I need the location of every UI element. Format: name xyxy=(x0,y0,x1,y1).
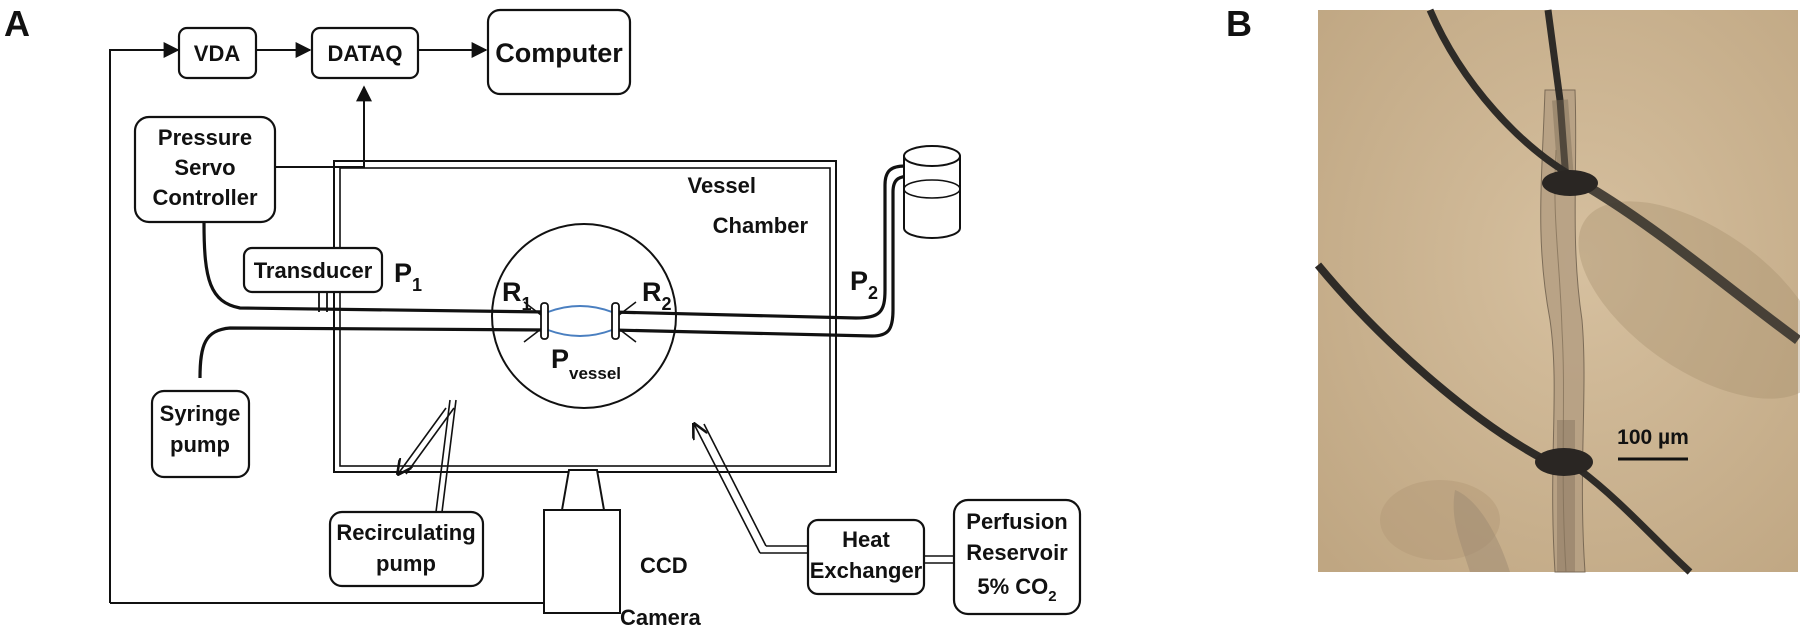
heat-exchanger-box: Heat Exchanger xyxy=(806,518,926,596)
micrograph: 100 µm xyxy=(1314,8,1800,575)
vda-box: VDA xyxy=(177,26,258,80)
pvessel-label: Pvessel xyxy=(551,344,621,383)
flow-lines xyxy=(398,399,954,564)
recirculating-pump-line1: Recirculating xyxy=(336,520,475,545)
scale-bar-label: 100 µm xyxy=(1617,426,1689,449)
perfusion-reservoir-line1: Perfusion xyxy=(966,509,1067,534)
tubing xyxy=(198,164,913,379)
heat-exchanger-line2: Exchanger xyxy=(810,558,923,583)
vessel-chamber-line2: Chamber xyxy=(713,213,809,238)
heat-exchanger-line1: Heat xyxy=(842,527,890,552)
transducer-box: Transducer xyxy=(242,246,384,312)
transducer-label: Transducer xyxy=(254,258,373,283)
observation-window xyxy=(491,223,677,409)
p1-label: P1 xyxy=(394,258,422,295)
ccd-camera-line2: Camera xyxy=(620,605,701,630)
pressure-servo-line2: Servo xyxy=(174,155,235,180)
perfusion-reservoir-line2: Reservoir xyxy=(966,540,1068,565)
r2-label: R2 xyxy=(642,277,672,314)
recirculating-pump-line2: pump xyxy=(376,551,436,576)
panel-b-label: B xyxy=(1226,3,1252,44)
syringe-pump-box: Syringe pump xyxy=(150,389,251,479)
syringe-pump-line2: pump xyxy=(170,432,230,457)
ccd-camera-icon xyxy=(543,469,621,614)
p2-label: P2 xyxy=(850,266,878,303)
perfusion-reservoir-line3: 5% CO2 xyxy=(977,574,1056,605)
vessel xyxy=(547,305,613,337)
pressure-servo-line3: Controller xyxy=(152,185,258,210)
computer-box: Computer xyxy=(486,8,632,96)
syringe-pump-line1: Syringe xyxy=(160,401,241,426)
cannula-ties xyxy=(523,301,637,343)
dataq-box: DATAQ xyxy=(310,26,420,80)
dataq-label: DATAQ xyxy=(328,41,403,66)
vda-label: VDA xyxy=(194,41,241,66)
pressure-servo-line1: Pressure xyxy=(158,125,252,150)
recirculating-pump-box: Recirculating pump xyxy=(328,510,485,588)
reservoir-cylinder xyxy=(903,145,961,239)
r1-label: R1 xyxy=(502,277,532,314)
vessel-chamber-line1: Vessel xyxy=(687,173,756,198)
pressure-servo-controller-box: Pressure Servo Controller xyxy=(133,115,277,224)
computer-label: Computer xyxy=(495,38,623,68)
perfusion-reservoir-box: Perfusion Reservoir 5% CO2 xyxy=(952,498,1082,616)
panel-a-label: A xyxy=(4,3,30,44)
ccd-camera-line1: CCD xyxy=(640,553,688,578)
signal-lines xyxy=(109,42,543,604)
